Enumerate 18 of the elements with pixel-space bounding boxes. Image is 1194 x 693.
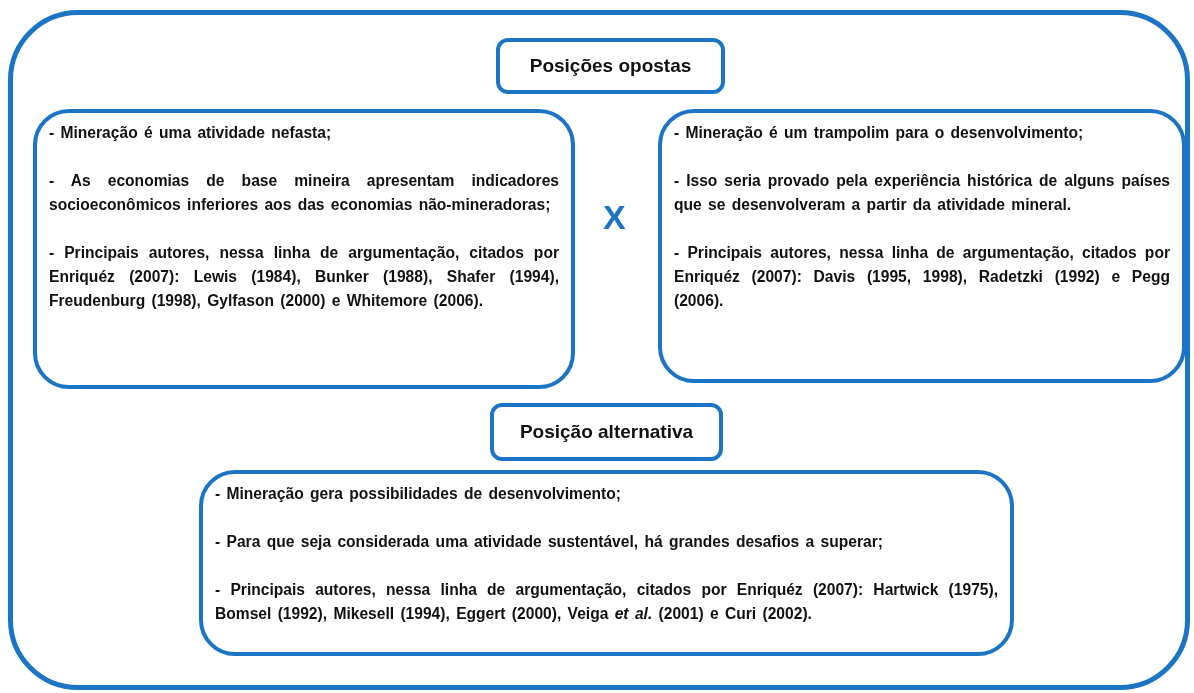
paragraph: - Mineração gera possibilidades de desenvolvimento; bbox=[215, 484, 623, 504]
text-card bbox=[658, 109, 1186, 383]
paragraph: - Principais autores, nessa linha de argumentação, citados por Enriquéz (2007): Davis (1995, 1998), Radetzki (1992) e Pegg (2006). bbox=[674, 243, 1170, 311]
paragraph: - Isso seria provado pela experiência histórica de alguns países que se desenvolveram a partir da atividade mineral. bbox=[674, 171, 1170, 215]
heading-box bbox=[496, 38, 725, 94]
outer-panel bbox=[8, 10, 1190, 690]
paragraph: - Mineração é um trampolim para o desenvolvimento; bbox=[674, 123, 1085, 143]
paragraph: - Principais autores, nessa linha de argumentação, citados por Enriquéz (2007): Hartwick (1975), Bomsel (1992), Mikesell (1994), Eggert (2000), Veiga et al. (2001) e Curi (2002). bbox=[215, 580, 998, 624]
heading-box bbox=[490, 403, 723, 461]
paragraph: - Principais autores, nessa linha de argumentação, citados por Enriquéz (2007): Lewis (1984), Bunker (1988), Shafer (1994), Freudenburg (1998), Gylfason (2000) e Whitemore (2006). bbox=[49, 243, 559, 311]
heading: Posições opostas bbox=[529, 55, 692, 77]
paragraph: - Para que seja considerada uma atividade sustentável, há grandes desafios a superar; bbox=[215, 532, 884, 552]
versus-mark: X bbox=[603, 198, 626, 237]
heading: Posição alternativa bbox=[519, 421, 694, 443]
paragraph: - As economias de base mineira apresentam indicadores socioeconômicos inferiores aos das economias não-mineradoras; bbox=[49, 171, 559, 215]
text-card bbox=[33, 109, 575, 389]
text-card bbox=[199, 470, 1014, 656]
paragraph: - Mineração é uma atividade nefasta; bbox=[49, 123, 333, 143]
